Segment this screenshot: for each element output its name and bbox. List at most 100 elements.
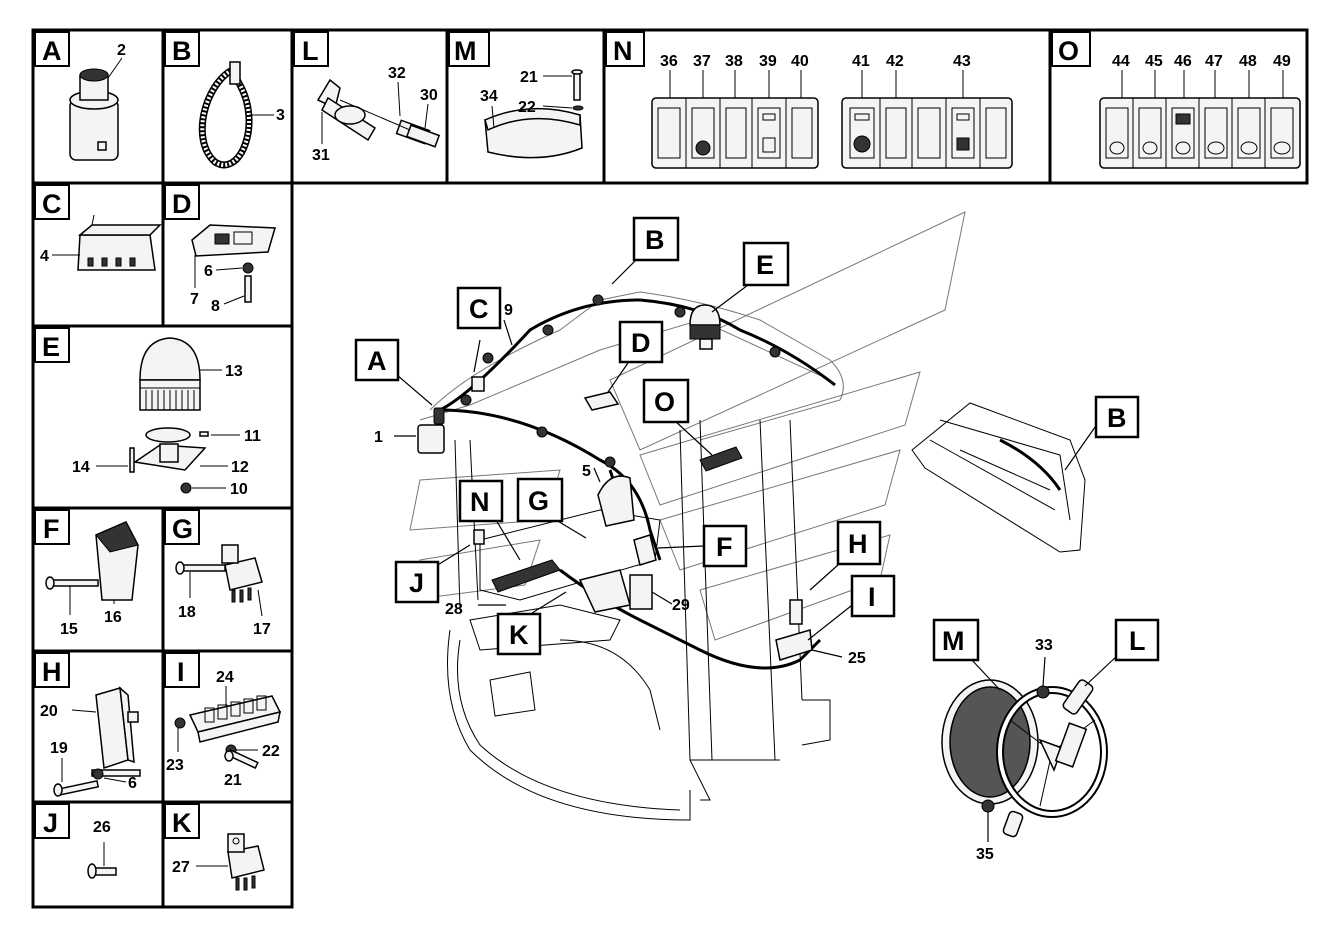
relay-part — [175, 544, 263, 603]
fuse-holder-part — [174, 695, 282, 770]
svg-text:J: J — [409, 568, 424, 598]
connector-part — [69, 68, 119, 161]
panel-g: G 18 17 — [164, 509, 271, 638]
part-number: 39 — [759, 53, 777, 70]
svg-text:A: A — [367, 346, 387, 376]
panel-n-leaders — [669, 70, 964, 98]
callout-n: N — [458, 479, 504, 523]
svg-text:L: L — [1129, 626, 1146, 656]
panel-d: D 6 7 8 — [164, 184, 276, 315]
panel-l-letter: L — [302, 36, 319, 66]
part-number: 31 — [312, 147, 330, 164]
part-number: 8 — [211, 298, 220, 315]
beacon-part — [129, 337, 209, 494]
part-number: 22 — [518, 99, 536, 116]
part-number: 23 — [166, 757, 184, 774]
svg-text:O: O — [654, 387, 675, 417]
part-number: 44 — [1112, 53, 1130, 70]
panel-f: F 15 16 — [34, 509, 139, 638]
part-number: 38 — [725, 53, 743, 70]
panel-g-letter: G — [172, 514, 193, 544]
svg-text:C: C — [469, 294, 489, 324]
panel-e-letter: E — [42, 332, 60, 362]
panel-f-letter: F — [43, 514, 60, 544]
main-leaders — [394, 259, 1119, 842]
part-number: 48 — [1239, 53, 1257, 70]
bracket-part — [53, 686, 141, 797]
part-number: 42 — [886, 53, 904, 70]
part-number: 7 — [190, 291, 199, 308]
panel-k-letter: K — [172, 808, 192, 838]
part-number: 25 — [848, 650, 866, 667]
part-number: 33 — [1035, 637, 1053, 654]
part-number: 26 — [93, 819, 111, 836]
callout-e: E — [742, 241, 790, 287]
callout-b-side: B — [1094, 395, 1140, 439]
part-number: 22 — [262, 743, 280, 760]
panel-o-leaders — [1121, 70, 1284, 98]
roof-detail — [911, 402, 1086, 553]
part-number: 6 — [128, 775, 137, 792]
callout-d: D — [618, 320, 664, 364]
callout-o: O — [642, 378, 690, 424]
part-number: 11 — [244, 428, 261, 445]
part-number: 14 — [72, 459, 90, 476]
panel-b: B 3 — [164, 31, 285, 169]
callout-g: G — [516, 477, 564, 523]
part-number: 16 — [104, 609, 122, 626]
svg-text:I: I — [868, 582, 876, 612]
part-number: 43 — [953, 53, 971, 70]
part-number: 40 — [791, 53, 809, 70]
part-number: 24 — [216, 669, 234, 686]
panel-h: H 20 19 6 — [34, 652, 141, 797]
svg-text:K: K — [509, 620, 529, 650]
part-number: 36 — [660, 53, 678, 70]
panel-c: C 4 — [34, 184, 162, 271]
panel-j: J 26 — [34, 803, 117, 879]
panel-l: L 32 30 31 — [293, 31, 441, 164]
svg-text:M: M — [942, 626, 965, 656]
switch-panel-left — [651, 97, 819, 169]
callout-j: J — [394, 560, 440, 604]
callout-c: C — [456, 286, 502, 330]
panel-o: O — [1051, 31, 1301, 169]
part-number: 41 — [852, 53, 870, 70]
panel-i: I 24 23 22 21 — [164, 652, 282, 789]
svg-text:E: E — [756, 250, 774, 280]
svg-text:B: B — [1107, 403, 1127, 433]
switch-panel-right — [841, 97, 1013, 169]
part-number: 29 — [672, 597, 690, 614]
panel-a: A 2 — [34, 31, 126, 161]
switch-panel-o — [1099, 97, 1301, 169]
panel-b-letter: B — [172, 36, 192, 66]
svg-text:F: F — [716, 532, 733, 562]
relay-box-part — [77, 214, 162, 271]
panel-a-letter: A — [42, 36, 62, 66]
part-number: 10 — [230, 481, 248, 498]
part-number: 15 — [60, 621, 78, 638]
part-number: 1 — [374, 429, 383, 446]
panel-o-letter: O — [1058, 36, 1079, 66]
svg-text:B: B — [645, 225, 665, 255]
cable-tie-part — [198, 61, 253, 169]
part-number: 17 — [253, 621, 271, 638]
part-number: 13 — [225, 363, 243, 380]
panel-c-letter: C — [42, 189, 62, 219]
bolt-part — [87, 863, 117, 879]
part-number: 12 — [231, 459, 249, 476]
callout-l: L — [1114, 618, 1160, 662]
callout-k: K — [496, 612, 542, 656]
panel-m: M 21 22 34 — [448, 31, 584, 159]
part-number: 21 — [224, 772, 242, 789]
cab-illustration — [409, 211, 966, 821]
callout-a: A — [354, 338, 400, 382]
part-number: 3 — [276, 107, 285, 124]
part-number: 9 — [504, 302, 513, 319]
callout-i: I — [850, 574, 896, 618]
panel-housing-part — [484, 69, 584, 159]
svg-text:D: D — [631, 328, 651, 358]
part-number: 49 — [1273, 53, 1291, 70]
svg-text:N: N — [470, 487, 490, 517]
part-number: 34 — [480, 88, 498, 105]
part-number: 18 — [178, 604, 196, 621]
